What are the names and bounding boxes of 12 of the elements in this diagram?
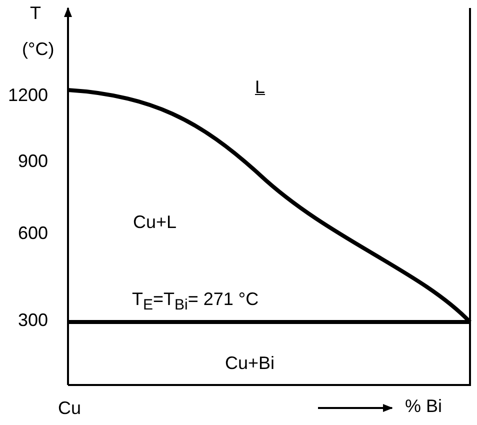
tick-label: 1200 bbox=[8, 86, 48, 106]
tick-label: 600 bbox=[18, 224, 48, 244]
element-label: Cu bbox=[58, 399, 82, 419]
element-label: % Bi bbox=[405, 397, 442, 417]
tick-label: 300 bbox=[18, 311, 48, 331]
phase-label: Cu+Bi bbox=[225, 354, 275, 374]
phase-label: L bbox=[255, 78, 266, 98]
axis-label: T bbox=[30, 4, 41, 24]
tick-label: 900 bbox=[18, 152, 48, 172]
temperature-label: T$_{E}$=T$_{Bi}$= 271 °C bbox=[132, 290, 259, 314]
axis-label: (°C) bbox=[22, 40, 54, 60]
phase-label: Cu+L bbox=[133, 213, 177, 233]
